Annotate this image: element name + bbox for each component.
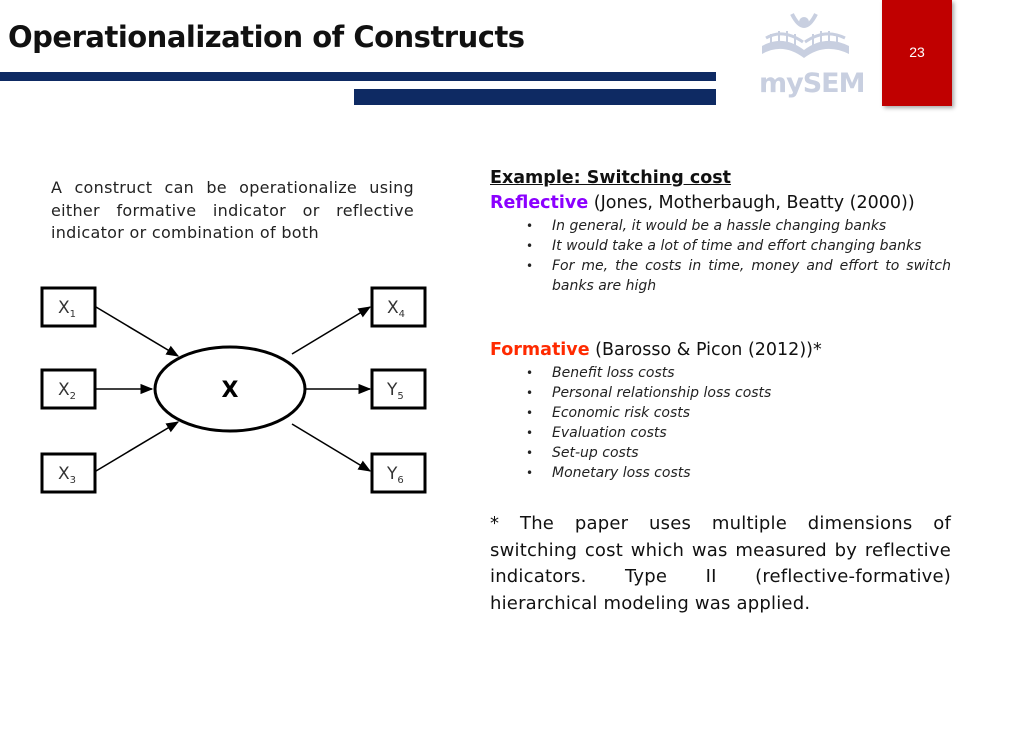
intro-text: A construct can be operationalize using … xyxy=(51,178,414,242)
indicator-y5: Y5 xyxy=(370,368,427,410)
indicator-y6-sub: 6 xyxy=(397,475,403,486)
reflective-line: Reflective (Jones, Motherbaugh, Beatty (… xyxy=(490,191,951,216)
formative-label: Formative xyxy=(490,340,590,360)
indicator-x3: X3 xyxy=(40,452,97,494)
header-bar-bottom xyxy=(354,89,716,105)
page-number-box: 23 xyxy=(882,0,952,106)
indicator-y5-letter: Y xyxy=(386,380,398,400)
footnote: * The paper uses multiple dimensions of … xyxy=(490,513,951,614)
indicator-x1: X1 xyxy=(40,286,97,328)
svg-text:X4: X4 xyxy=(387,298,405,320)
list-item: In general, it would be a hassle changin… xyxy=(490,216,951,236)
indicator-x4: X4 xyxy=(370,286,427,328)
svg-text:X1: X1 xyxy=(58,298,76,320)
list-item: Benefit loss costs xyxy=(490,363,951,383)
formative-line: Formative (Barosso & Picon (2012))* xyxy=(490,338,951,363)
indicator-x2-sub: 2 xyxy=(70,391,76,402)
logo-text: mySEM xyxy=(759,68,865,99)
reflective-source: (Jones, Motherbaugh, Beatty (2000)) xyxy=(588,193,915,213)
list-item: Evaluation costs xyxy=(490,423,951,443)
indicator-x3-letter: X xyxy=(58,464,70,484)
svg-text:Y5: Y5 xyxy=(386,380,404,402)
construct-ellipse xyxy=(153,345,307,433)
header-bar-top xyxy=(0,72,716,81)
list-item: For me, the costs in time, money and eff… xyxy=(490,256,951,296)
indicator-x4-letter: X xyxy=(387,298,399,318)
indicator-x3-sub: 3 xyxy=(70,475,76,486)
list-item: Economic risk costs xyxy=(490,403,951,423)
svg-text:X2: X2 xyxy=(58,380,76,402)
indicator-y6: Y6 xyxy=(370,452,427,494)
indicator-y5-sub: 5 xyxy=(397,391,403,402)
page-number: 23 xyxy=(909,44,925,60)
indicator-x4-sub: 4 xyxy=(399,309,405,320)
reflective-label: Reflective xyxy=(490,193,589,213)
mysem-logo: mySEM xyxy=(757,10,865,100)
indicator-x1-letter: X xyxy=(58,298,70,318)
arrow-x1-construct xyxy=(95,306,180,357)
formative-items: Benefit loss costs Personal relationship… xyxy=(490,363,951,483)
arrow-construct-x4 xyxy=(291,306,372,355)
construct-label: X xyxy=(222,378,239,403)
indicator-y6-letter: Y xyxy=(386,464,398,484)
arrow-x3-construct xyxy=(95,421,180,472)
arrow-construct-y6 xyxy=(291,423,372,472)
formative-source: (Barosso & Picon (2012))* xyxy=(589,340,822,360)
svg-text:Y6: Y6 xyxy=(386,464,404,486)
list-item: Personal relationship loss costs xyxy=(490,383,951,403)
indicator-x2: X2 xyxy=(40,368,97,410)
list-item: Set-up costs xyxy=(490,443,951,463)
indicator-x2-letter: X xyxy=(58,380,70,400)
example-panel: Example: Switching cost Reflective (Jone… xyxy=(490,166,951,617)
list-item: Monetary loss costs xyxy=(490,463,951,483)
reflective-items: In general, it would be a hassle changin… xyxy=(490,216,951,296)
slide-title: Operationalization of Constructs xyxy=(8,20,525,54)
svg-text:X3: X3 xyxy=(58,464,76,486)
indicator-x1-sub: 1 xyxy=(70,309,76,320)
list-item: It would take a lot of time and effort c… xyxy=(490,236,951,256)
construct-diagram: X1 X2 X3 X4 Y5 Y6 X xyxy=(40,286,427,494)
example-heading: Example: Switching cost xyxy=(490,168,731,188)
book-person-icon xyxy=(762,13,849,58)
